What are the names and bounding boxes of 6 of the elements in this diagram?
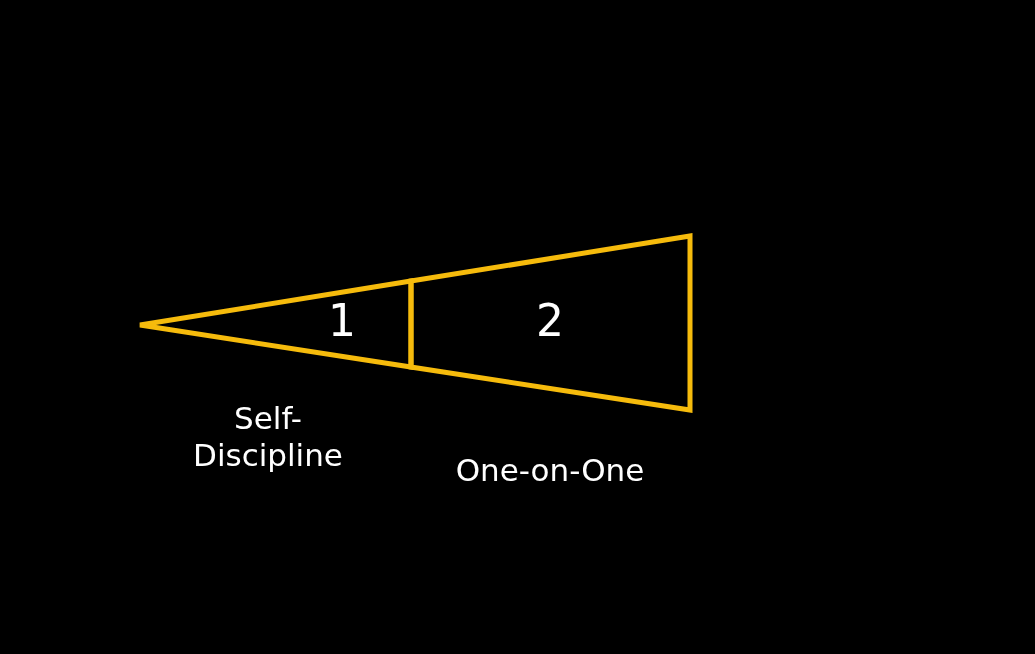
segment-number: 1 — [328, 299, 356, 343]
segment-caption: One-on-One — [454, 452, 646, 490]
segment-number: 2 — [536, 299, 564, 343]
segment-caption: Self-Discipline — [192, 400, 344, 475]
wedge-segment — [140, 281, 411, 367]
wedge-segment — [411, 236, 690, 410]
